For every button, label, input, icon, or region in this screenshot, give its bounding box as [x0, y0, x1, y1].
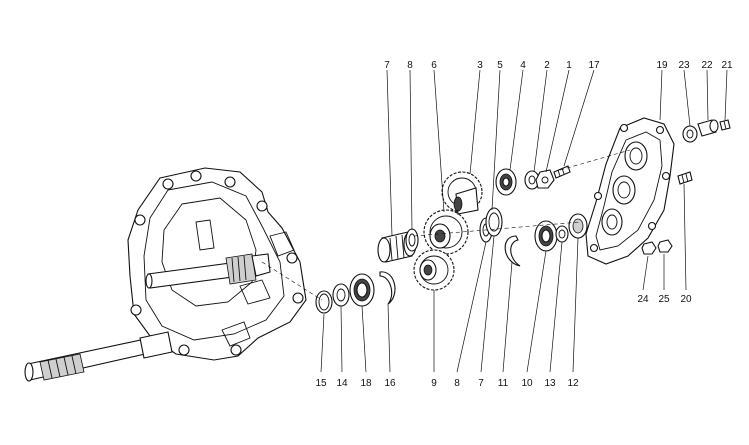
label-11: 11 — [498, 378, 509, 389]
label-8-top: 8 — [407, 60, 413, 71]
label-17: 17 — [588, 60, 600, 71]
part-16-snap-ring — [379, 271, 396, 305]
label-7-bottom: 7 — [478, 378, 484, 389]
label-23: 23 — [678, 60, 690, 71]
part-11-snap-ring — [504, 235, 521, 267]
part-13-ring — [555, 225, 569, 243]
part-9-gear — [413, 249, 455, 291]
part-3-gear — [441, 171, 483, 215]
label-7-top: 7 — [384, 60, 390, 71]
part-10-bearing — [534, 220, 558, 252]
part-14-ring — [332, 283, 350, 307]
label-4: 4 — [520, 60, 526, 71]
label-12: 12 — [567, 378, 579, 389]
leader-lines — [320, 69, 728, 373]
bell-housing — [127, 167, 307, 361]
label-20: 20 — [680, 294, 692, 305]
part-5-bearing-race — [485, 207, 503, 237]
label-5: 5 — [497, 60, 503, 71]
output-shaft — [24, 331, 173, 382]
part-21-screw — [719, 119, 731, 131]
part-12-seal — [568, 213, 588, 239]
label-6: 6 — [431, 60, 437, 71]
label-3: 3 — [477, 60, 483, 71]
part-1-nut — [535, 169, 555, 189]
part-19-cover — [585, 117, 675, 265]
label-13: 13 — [544, 378, 556, 389]
part-17-bolt — [553, 165, 571, 179]
label-16: 16 — [384, 378, 396, 389]
label-25: 25 — [658, 294, 670, 305]
label-1: 1 — [566, 60, 572, 71]
part-8-spacer — [405, 228, 419, 252]
label-18: 18 — [360, 378, 372, 389]
label-19: 19 — [656, 60, 668, 71]
part-25-nut — [657, 239, 673, 253]
label-10: 10 — [521, 378, 533, 389]
part-15-circlip — [315, 290, 333, 314]
label-22: 22 — [701, 60, 713, 71]
label-21: 21 — [721, 60, 733, 71]
label-9: 9 — [431, 378, 437, 389]
label-14: 14 — [336, 378, 348, 389]
part-24-nut — [641, 241, 657, 255]
input-shaft — [145, 253, 271, 289]
label-24: 24 — [637, 294, 649, 305]
part-22-plug — [697, 119, 719, 137]
part-6-gear — [423, 209, 469, 255]
part-labels: 7 8 6 3 5 4 2 1 17 19 23 22 21 24 25 20 … — [315, 60, 733, 389]
label-2: 2 — [544, 60, 550, 71]
part-4-bearing — [495, 168, 517, 196]
part-23-washer — [682, 125, 698, 143]
part-20-stud — [677, 171, 693, 185]
part-18-bearing — [349, 273, 375, 307]
label-15: 15 — [315, 378, 327, 389]
label-8-bottom: 8 — [454, 378, 460, 389]
